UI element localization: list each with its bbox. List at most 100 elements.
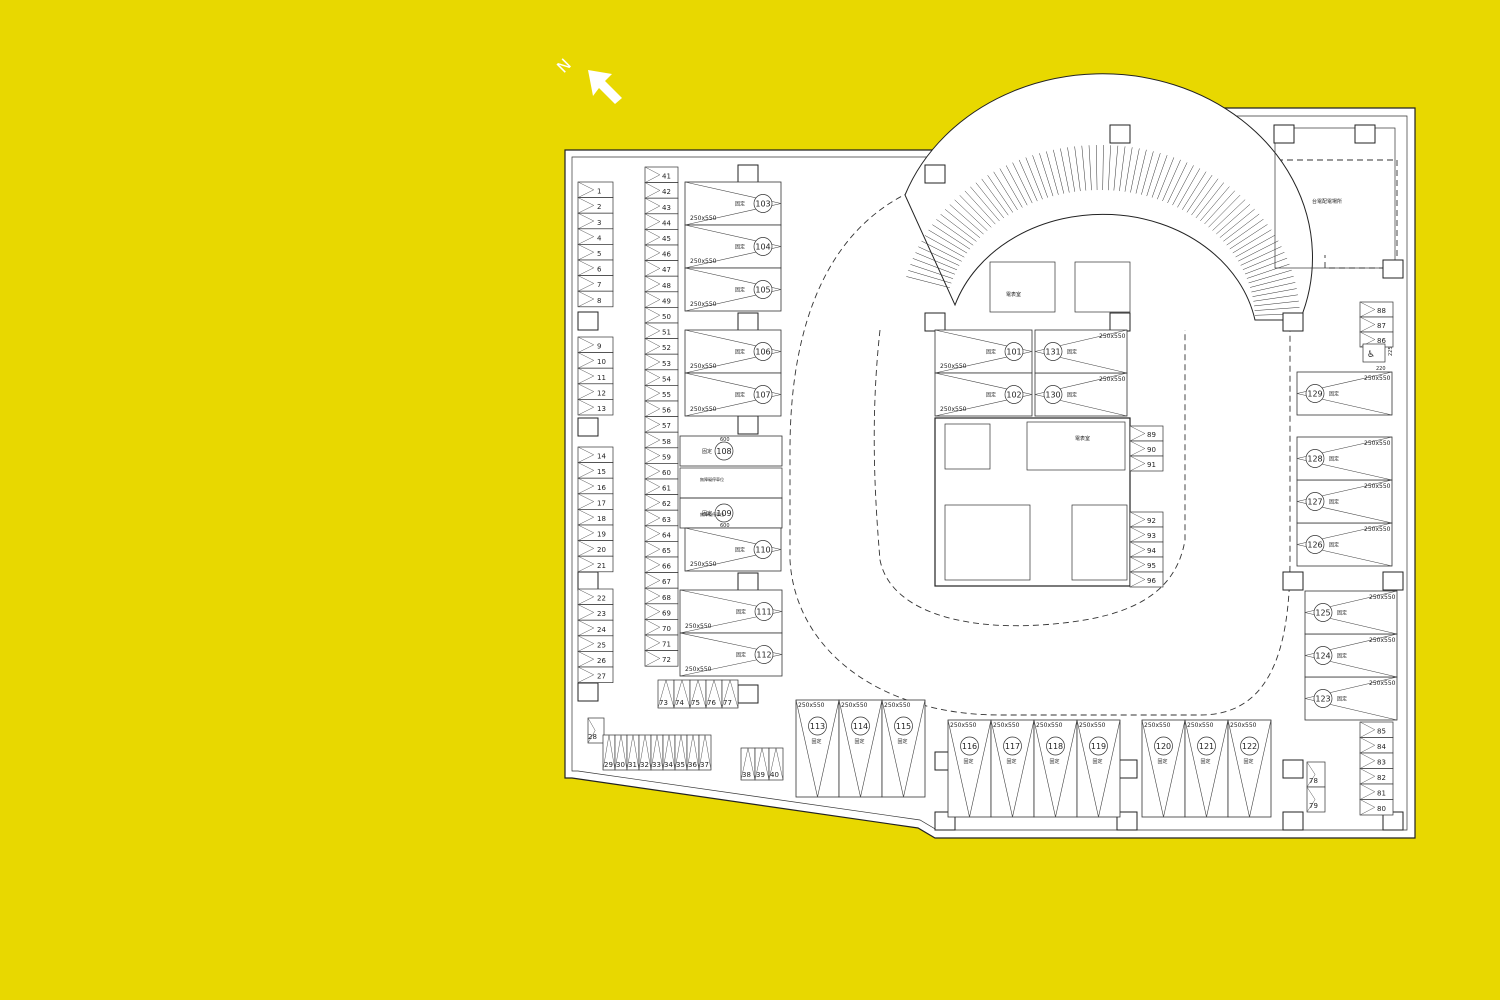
motorcycle-slot-number: 7 (597, 281, 601, 289)
motorcycle-slot-number: 28 (588, 733, 597, 741)
motorcycle-slot: 17 (577, 493, 614, 510)
car-space-fixed: 固定 (1329, 456, 1339, 463)
car-space-number: 131 (1045, 348, 1060, 357)
car-space-number: 105 (755, 286, 770, 295)
motorcycle-slot-number: 60 (662, 469, 671, 477)
car-space-dim: 250x550 (1369, 680, 1396, 687)
motorcycle-slot: 77 (721, 679, 739, 709)
motorcycle-slot: 34 (662, 734, 676, 771)
column (1116, 811, 1138, 831)
car-space-fixed: 固定 (702, 510, 712, 517)
motorcycle-slot: 94 (1129, 541, 1164, 558)
motorcycle-slot-number: 61 (662, 485, 671, 493)
car-space-dim: 250x550 (884, 702, 911, 709)
motorcycle-slot: 38 (740, 747, 756, 781)
motorcycle-slot-number: 13 (597, 405, 606, 413)
motorcycle-slot-number: 86 (1377, 337, 1386, 345)
motorcycle-slot: 32 (638, 734, 652, 771)
car-space-fixed: 固定 (1067, 392, 1077, 399)
motorcycle-slot: 48 (644, 275, 679, 293)
north-arrow-icon: N (553, 55, 622, 104)
column (1109, 312, 1131, 332)
motorcycle-slot: 24 (577, 619, 614, 637)
car-space-fixed: 固定 (735, 201, 745, 208)
motorcycle-slot: 75 (689, 679, 707, 709)
motorcycle-slot-number: 29 (604, 761, 613, 769)
motorcycle-slot: 70 (644, 619, 679, 636)
elec-room-label: 電表室 (1006, 291, 1021, 298)
car-space-dim: 250x550 (1079, 722, 1106, 729)
motorcycle-slot: 76 (705, 679, 723, 709)
motorcycle-slot: 54 (644, 369, 679, 386)
motorcycle-slot: 65 (644, 541, 679, 558)
column (737, 164, 759, 184)
motorcycle-slot: 22 (577, 588, 614, 605)
dim-220: 220 (1376, 366, 1386, 372)
car-space-fixed: 固定 (1337, 653, 1347, 660)
column (1109, 124, 1131, 144)
motorcycle-slot-number: 57 (662, 422, 671, 430)
tw-room-label: 台電配電場所 (1312, 198, 1342, 205)
motorcycle-slot-number: 33 (652, 761, 661, 769)
motorcycle-slot: 21 (577, 555, 614, 573)
car-space-fixed: 固定 (1244, 758, 1254, 765)
car-space-fixed: 固定 (1067, 349, 1077, 356)
motorcycle-slot-number: 11 (597, 374, 606, 382)
motorcycle-slot-number: 15 (597, 468, 606, 476)
motorcycle-slot-number: 89 (1147, 431, 1156, 439)
car-space-dim: 250x550 (1036, 722, 1063, 729)
motorcycle-slot-number: 64 (662, 531, 671, 539)
motorcycle-slot: 50 (644, 307, 679, 324)
motorcycle-slot: 25 (577, 635, 614, 652)
motorcycle-slot: 79 (1306, 786, 1326, 813)
motorcycle-slot: 11 (577, 367, 614, 385)
core: 電表室 電表室 (934, 261, 1131, 587)
column (1282, 571, 1304, 591)
motorcycle-slot: 10 (577, 352, 614, 369)
column (737, 312, 759, 332)
motorcycle-slot-number: 94 (1147, 547, 1156, 555)
column (1282, 811, 1304, 831)
motorcycle-slot: 80 (1359, 799, 1394, 816)
car-space-dim: 250x550 (1369, 637, 1396, 644)
motorcycle-slot: 8 (577, 290, 614, 308)
motorcycle-slot-number: 51 (662, 329, 671, 337)
car-space-dim: 250x550 (993, 722, 1020, 729)
car-space-dim: 250x550 (690, 258, 717, 265)
motorcycle-slot-number: 45 (662, 235, 671, 243)
column (737, 572, 759, 592)
car-space-number: 107 (755, 391, 770, 400)
car-space-dim: 250x550 (690, 406, 717, 413)
motorcycle-slot: 81 (1359, 783, 1394, 800)
motorcycle-slot-number: 93 (1147, 532, 1156, 540)
accessible-dim-top: 600 (720, 437, 730, 443)
motorcycle-slot: 30 (614, 734, 628, 771)
motorcycle-slot-number: 17 (597, 499, 606, 507)
column (924, 164, 946, 184)
car-space-dim: 250x550 (950, 722, 977, 729)
motorcycle-slot-number: 38 (742, 771, 751, 779)
car-space-fixed: 固定 (736, 609, 746, 616)
car-space-fixed: 固定 (735, 392, 745, 399)
motorcycle-slot-number: 6 (597, 266, 602, 274)
car-space-number: 125 (1315, 609, 1330, 618)
motorcycle-slot: 84 (1359, 737, 1394, 754)
motorcycle-slot-number: 90 (1147, 446, 1156, 454)
motorcycle-slot-number: 62 (662, 500, 671, 508)
motorcycle-slot: 41 (644, 166, 679, 183)
motorcycle-slot: 53 (644, 353, 679, 371)
motorcycle-slot: 57 (644, 416, 679, 433)
car-space-dim: 250x550 (841, 702, 868, 709)
car-space-fixed: 固定 (735, 547, 745, 554)
motorcycle-slot-number: 24 (597, 626, 606, 634)
car-space-fixed: 固定 (1329, 391, 1339, 398)
accessible-note-1: 無障礙停車位 (700, 476, 724, 482)
compass-letter: N (553, 55, 575, 77)
motorcycle-slot-number: 84 (1377, 743, 1386, 751)
